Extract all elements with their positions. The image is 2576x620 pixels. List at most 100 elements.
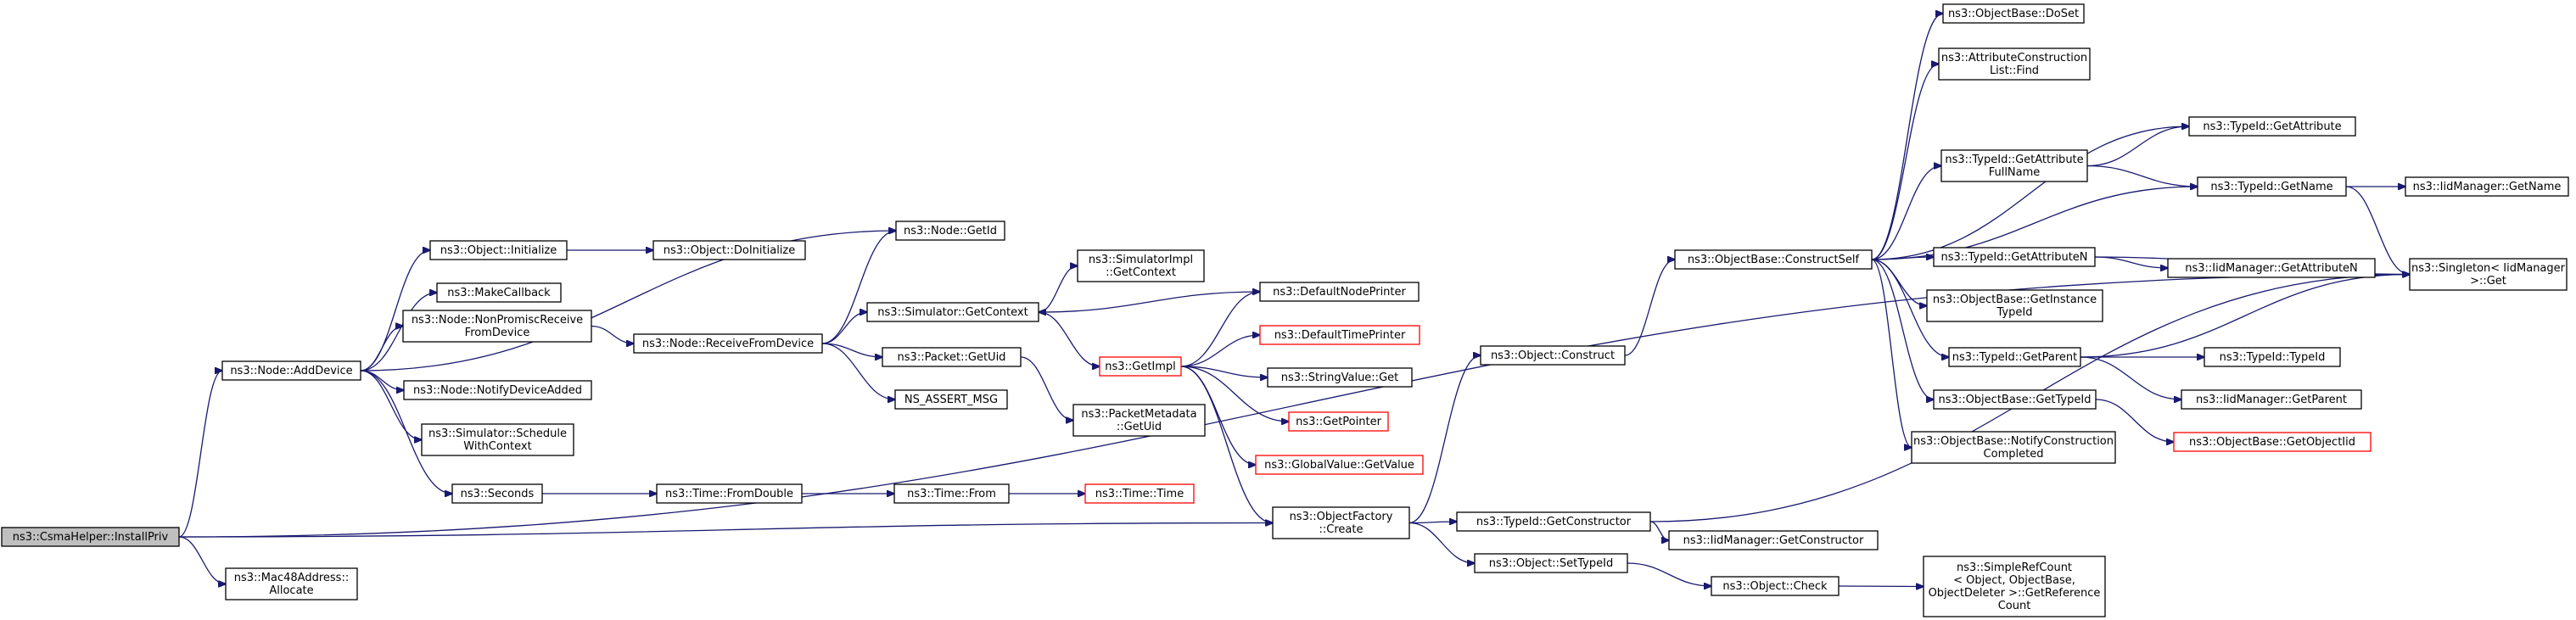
- node-installpriv[interactable]: ns3::CsmaHelper::InstallPriv: [1, 527, 180, 547]
- node-box[interactable]: [1288, 411, 1389, 432]
- node-typeidgetctor[interactable]: ns3::TypeId::GetConstructor: [1456, 511, 1651, 532]
- node-time[interactable]: ns3::Time::Time: [1084, 483, 1195, 504]
- node-adddevice[interactable]: ns3::Node::AddDevice: [221, 360, 361, 381]
- node-getattribute[interactable]: ns3::TypeId::GetAttribute: [2188, 116, 2356, 137]
- node-defnodeprinter[interactable]: ns3::DefaultNodePrinter: [1259, 282, 1420, 302]
- node-singletonget[interactable]: ns3::Singleton< IidManager >::Get: [2409, 258, 2568, 291]
- node-notifyconstcompleted[interactable]: ns3::ObjectBase::NotifyConstructionCompl…: [1911, 431, 2116, 464]
- node-box[interactable]: [1942, 3, 2085, 24]
- node-box[interactable]: [1456, 511, 1651, 532]
- node-doinitialize[interactable]: ns3::Object::DoInitialize: [652, 240, 806, 260]
- node-notifydevice[interactable]: ns3::Node::NotifyDeviceAdded: [403, 380, 592, 400]
- node-box[interactable]: [1674, 249, 1873, 270]
- node-simimplgetctx[interactable]: ns3::SimulatorImpl::GetContext: [1077, 249, 1205, 282]
- node-box[interactable]: [2188, 116, 2356, 137]
- node-iidgetctor[interactable]: ns3::IidManager::GetConstructor: [1668, 530, 1879, 550]
- node-box[interactable]: [1668, 530, 1879, 550]
- node-globalvalue[interactable]: ns3::GlobalValue::GetValue: [1255, 455, 1424, 475]
- node-receivefrom[interactable]: ns3::Node::ReceiveFromDevice: [633, 333, 823, 354]
- node-box[interactable]: [221, 360, 361, 381]
- node-box[interactable]: [1933, 247, 2096, 267]
- node-box[interactable]: [1926, 289, 2103, 322]
- node-objbasegettypeid[interactable]: ns3::ObjectBase::GetTypeId: [1933, 389, 2097, 410]
- node-doset[interactable]: ns3::ObjectBase::DoSet: [1942, 3, 2085, 24]
- node-box[interactable]: [866, 302, 1039, 322]
- node-getparent[interactable]: ns3::TypeId::GetParent: [1948, 347, 2081, 367]
- node-box[interactable]: [1711, 576, 1840, 596]
- node-getid[interactable]: ns3::Node::GetId: [895, 221, 1005, 241]
- node-iidgetparent[interactable]: ns3::IidManager::GetParent: [2181, 389, 2362, 410]
- node-box[interactable]: [633, 333, 823, 354]
- node-box[interactable]: [2204, 347, 2341, 367]
- node-box[interactable]: [1072, 404, 1206, 437]
- node-box[interactable]: [1938, 47, 2091, 81]
- node-mac48[interactable]: ns3::Mac48Address::Allocate: [225, 567, 358, 600]
- node-box[interactable]: [1, 527, 180, 547]
- node-box[interactable]: [1099, 356, 1182, 377]
- node-getpointer[interactable]: ns3::GetPointer: [1288, 411, 1389, 432]
- node-constructself[interactable]: ns3::ObjectBase::ConstructSelf: [1674, 249, 1873, 270]
- node-box[interactable]: [652, 240, 806, 260]
- node-fromdouble[interactable]: ns3::Time::FromDouble: [656, 483, 803, 504]
- node-objsettypeid[interactable]: ns3::Object::SetTypeId: [1474, 553, 1628, 573]
- node-box[interactable]: [1940, 149, 2088, 182]
- node-box[interactable]: [451, 483, 543, 504]
- node-box[interactable]: [2197, 176, 2347, 197]
- node-box[interactable]: [894, 389, 1008, 410]
- node-box[interactable]: [1948, 347, 2081, 367]
- node-box[interactable]: [2405, 176, 2569, 197]
- node-initialize[interactable]: ns3::Object::Initialize: [429, 240, 568, 260]
- node-box[interactable]: [1480, 345, 1626, 366]
- node-box[interactable]: [1259, 282, 1420, 302]
- node-pktmetagetuid[interactable]: ns3::PacketMetadata::GetUid: [1072, 404, 1206, 437]
- node-box[interactable]: [1474, 553, 1628, 573]
- node-box[interactable]: [1267, 367, 1413, 388]
- node-getname[interactable]: ns3::TypeId::GetName: [2197, 176, 2347, 197]
- node-seconds[interactable]: ns3::Seconds: [451, 483, 543, 504]
- node-box[interactable]: [2173, 432, 2372, 452]
- node-nsassert[interactable]: NS_ASSERT_MSG: [894, 389, 1008, 410]
- node-packetgetuid[interactable]: ns3::Packet::GetUid: [882, 347, 1022, 367]
- node-box[interactable]: [1911, 431, 2116, 464]
- node-box[interactable]: [1077, 249, 1205, 282]
- node-box[interactable]: [1084, 483, 1195, 504]
- node-iidgetattributen[interactable]: ns3::IidManager::GetAttributeN: [2167, 258, 2376, 278]
- node-deftimeprinter[interactable]: ns3::DefaultTimePrinter: [1259, 325, 1420, 345]
- node-makecallback[interactable]: ns3::MakeCallback: [436, 282, 562, 303]
- node-objcheck[interactable]: ns3::Object::Check: [1711, 576, 1840, 596]
- node-timefrom[interactable]: ns3::Time::From: [893, 483, 1010, 504]
- node-box[interactable]: [402, 310, 592, 343]
- node-box[interactable]: [1933, 389, 2097, 410]
- node-box[interactable]: [2409, 258, 2568, 291]
- node-box[interactable]: [2167, 258, 2376, 278]
- node-getimpl[interactable]: ns3::GetImpl: [1099, 356, 1182, 377]
- node-getobjectiid[interactable]: ns3::ObjectBase::GetObjectIid: [2173, 432, 2372, 452]
- node-simplerefcount[interactable]: ns3::SimpleRefCount< Object, ObjectBase,…: [1923, 556, 2106, 617]
- node-box[interactable]: [2181, 389, 2362, 410]
- node-simgetctx[interactable]: ns3::Simulator::GetContext: [866, 302, 1039, 322]
- node-box[interactable]: [421, 423, 574, 456]
- node-iidgetname[interactable]: ns3::IidManager::GetName: [2405, 176, 2569, 197]
- node-box[interactable]: [893, 483, 1010, 504]
- node-getattributen[interactable]: ns3::TypeId::GetAttributeN: [1933, 247, 2096, 267]
- node-box[interactable]: [656, 483, 803, 504]
- node-box[interactable]: [1272, 506, 1410, 539]
- node-box[interactable]: [882, 347, 1022, 367]
- node-objconstruct[interactable]: ns3::Object::Construct: [1480, 345, 1626, 366]
- node-box[interactable]: [1923, 556, 2106, 617]
- node-typeidtypeid[interactable]: ns3::TypeId::TypeId: [2204, 347, 2341, 367]
- node-box[interactable]: [1255, 455, 1424, 475]
- node-objfactorycreate[interactable]: ns3::ObjectFactory::Create: [1272, 506, 1410, 539]
- node-box[interactable]: [403, 380, 592, 400]
- node-box[interactable]: [429, 240, 568, 260]
- node-box[interactable]: [895, 221, 1005, 241]
- node-box[interactable]: [436, 282, 562, 303]
- node-stringvalueget[interactable]: ns3::StringValue::Get: [1267, 367, 1413, 388]
- node-box[interactable]: [225, 567, 358, 600]
- node-box[interactable]: [1259, 325, 1420, 345]
